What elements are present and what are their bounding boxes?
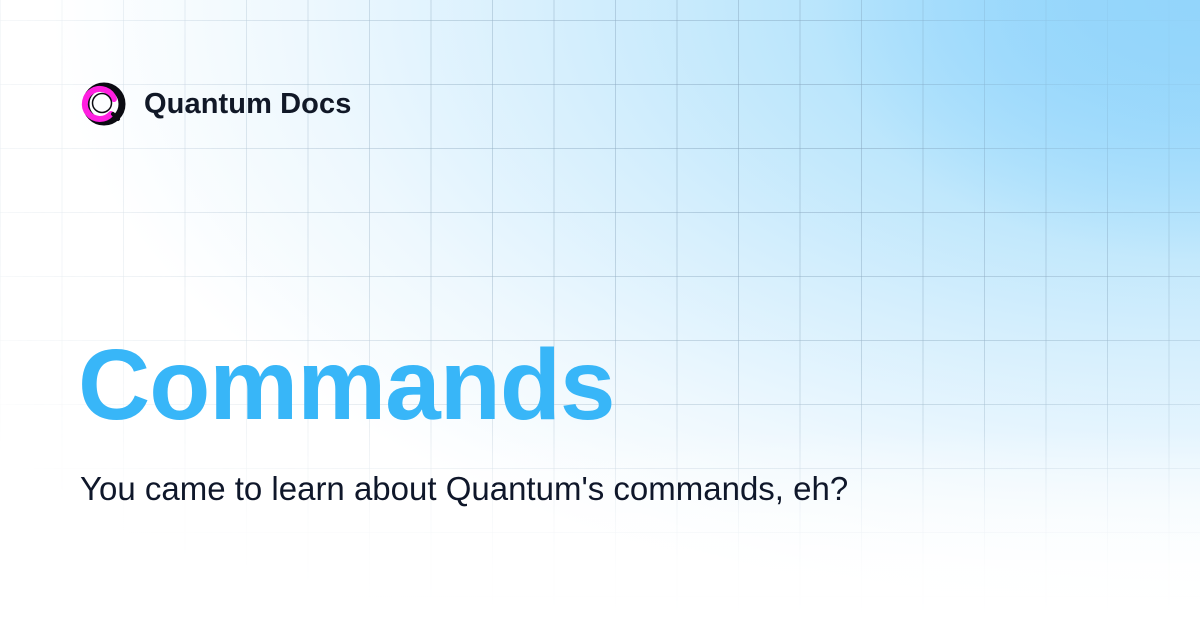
page-title: Commands [78, 329, 616, 441]
page-subtitle: You came to learn about Quantum's comman… [80, 470, 849, 507]
quantum-ring-logo-icon [81, 82, 126, 126]
brand-name: Quantum Docs [144, 87, 352, 120]
brand-header: Quantum Docs [80, 80, 351, 128]
bottom-fade [0, 430, 1200, 630]
